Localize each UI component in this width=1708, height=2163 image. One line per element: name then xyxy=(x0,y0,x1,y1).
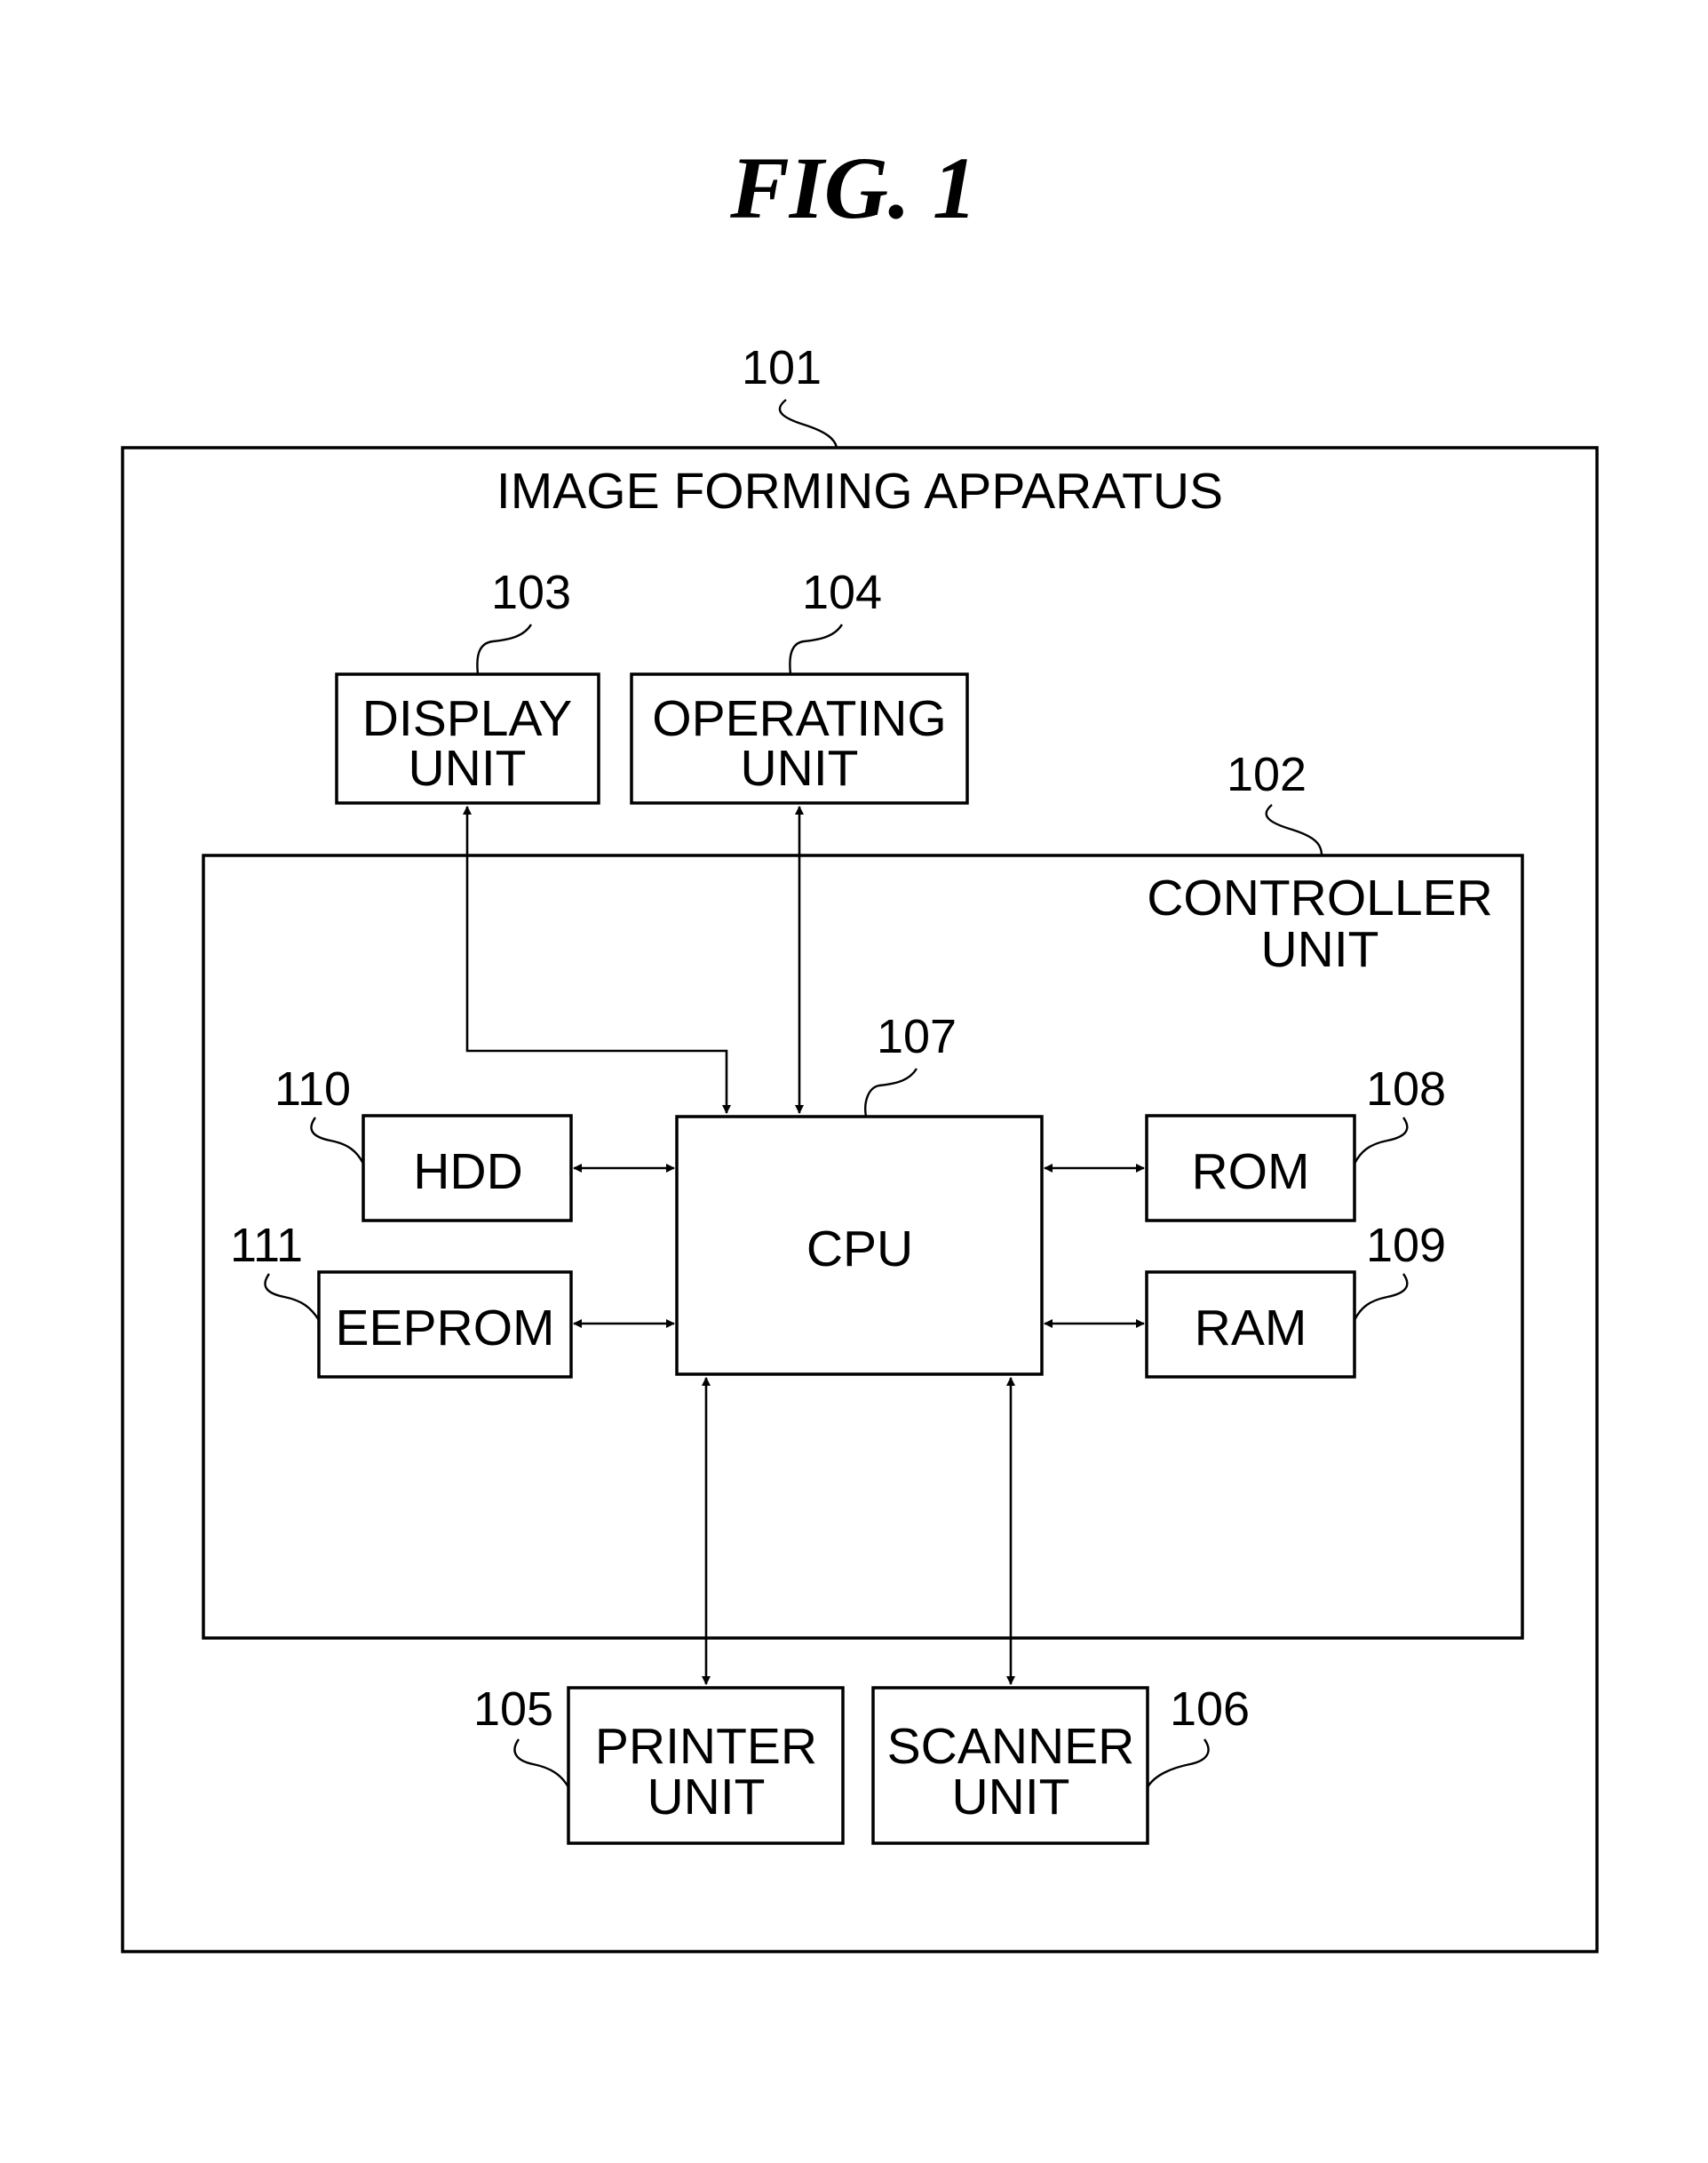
ref-106: 106 xyxy=(1170,1682,1250,1736)
cpu-label: CPU xyxy=(806,1221,913,1277)
ref-111: 111 xyxy=(230,1219,303,1272)
ref-101: 101 xyxy=(742,341,822,394)
leader-106 xyxy=(1148,1739,1209,1787)
operating-unit-line2: UNIT xyxy=(741,740,859,797)
leader-107 xyxy=(865,1069,917,1117)
leader-108 xyxy=(1354,1117,1407,1164)
figure-title: FIG. 1 xyxy=(729,139,977,237)
leader-104 xyxy=(790,624,842,674)
eeprom-label: EEPROM xyxy=(335,1300,554,1356)
ref-103: 103 xyxy=(491,566,571,619)
leader-110 xyxy=(311,1117,363,1164)
apparatus-label: IMAGE FORMING APPARATUS xyxy=(497,463,1223,520)
display-unit-line1: DISPLAY xyxy=(362,690,573,747)
ref-102: 102 xyxy=(1227,748,1307,801)
controller-label-line1: CONTROLLER xyxy=(1147,870,1493,926)
hdd-label: HDD xyxy=(413,1143,523,1200)
printer-unit-line2: UNIT xyxy=(647,1769,766,1825)
ref-109: 109 xyxy=(1366,1219,1446,1272)
ref-108: 108 xyxy=(1366,1062,1446,1116)
display-cpu-connector xyxy=(467,807,727,1113)
leader-103 xyxy=(477,624,531,674)
ref-110: 110 xyxy=(274,1062,351,1116)
controller-label-line2: UNIT xyxy=(1261,921,1379,978)
scanner-unit-line2: UNIT xyxy=(952,1769,1070,1825)
leader-111 xyxy=(265,1274,319,1320)
leader-109 xyxy=(1354,1274,1407,1320)
display-unit-line2: UNIT xyxy=(409,740,527,797)
scanner-unit-line1: SCANNER xyxy=(887,1718,1135,1775)
leader-102 xyxy=(1267,805,1322,855)
rom-label: ROM xyxy=(1192,1143,1310,1200)
ref-104: 104 xyxy=(802,566,882,619)
ref-107: 107 xyxy=(877,1010,957,1063)
leader-101 xyxy=(780,400,837,448)
ref-105: 105 xyxy=(473,1682,553,1736)
leader-105 xyxy=(514,1739,568,1787)
printer-unit-line1: PRINTER xyxy=(595,1718,817,1775)
operating-unit-line1: OPERATING xyxy=(652,690,946,747)
ram-label: RAM xyxy=(1195,1300,1307,1356)
